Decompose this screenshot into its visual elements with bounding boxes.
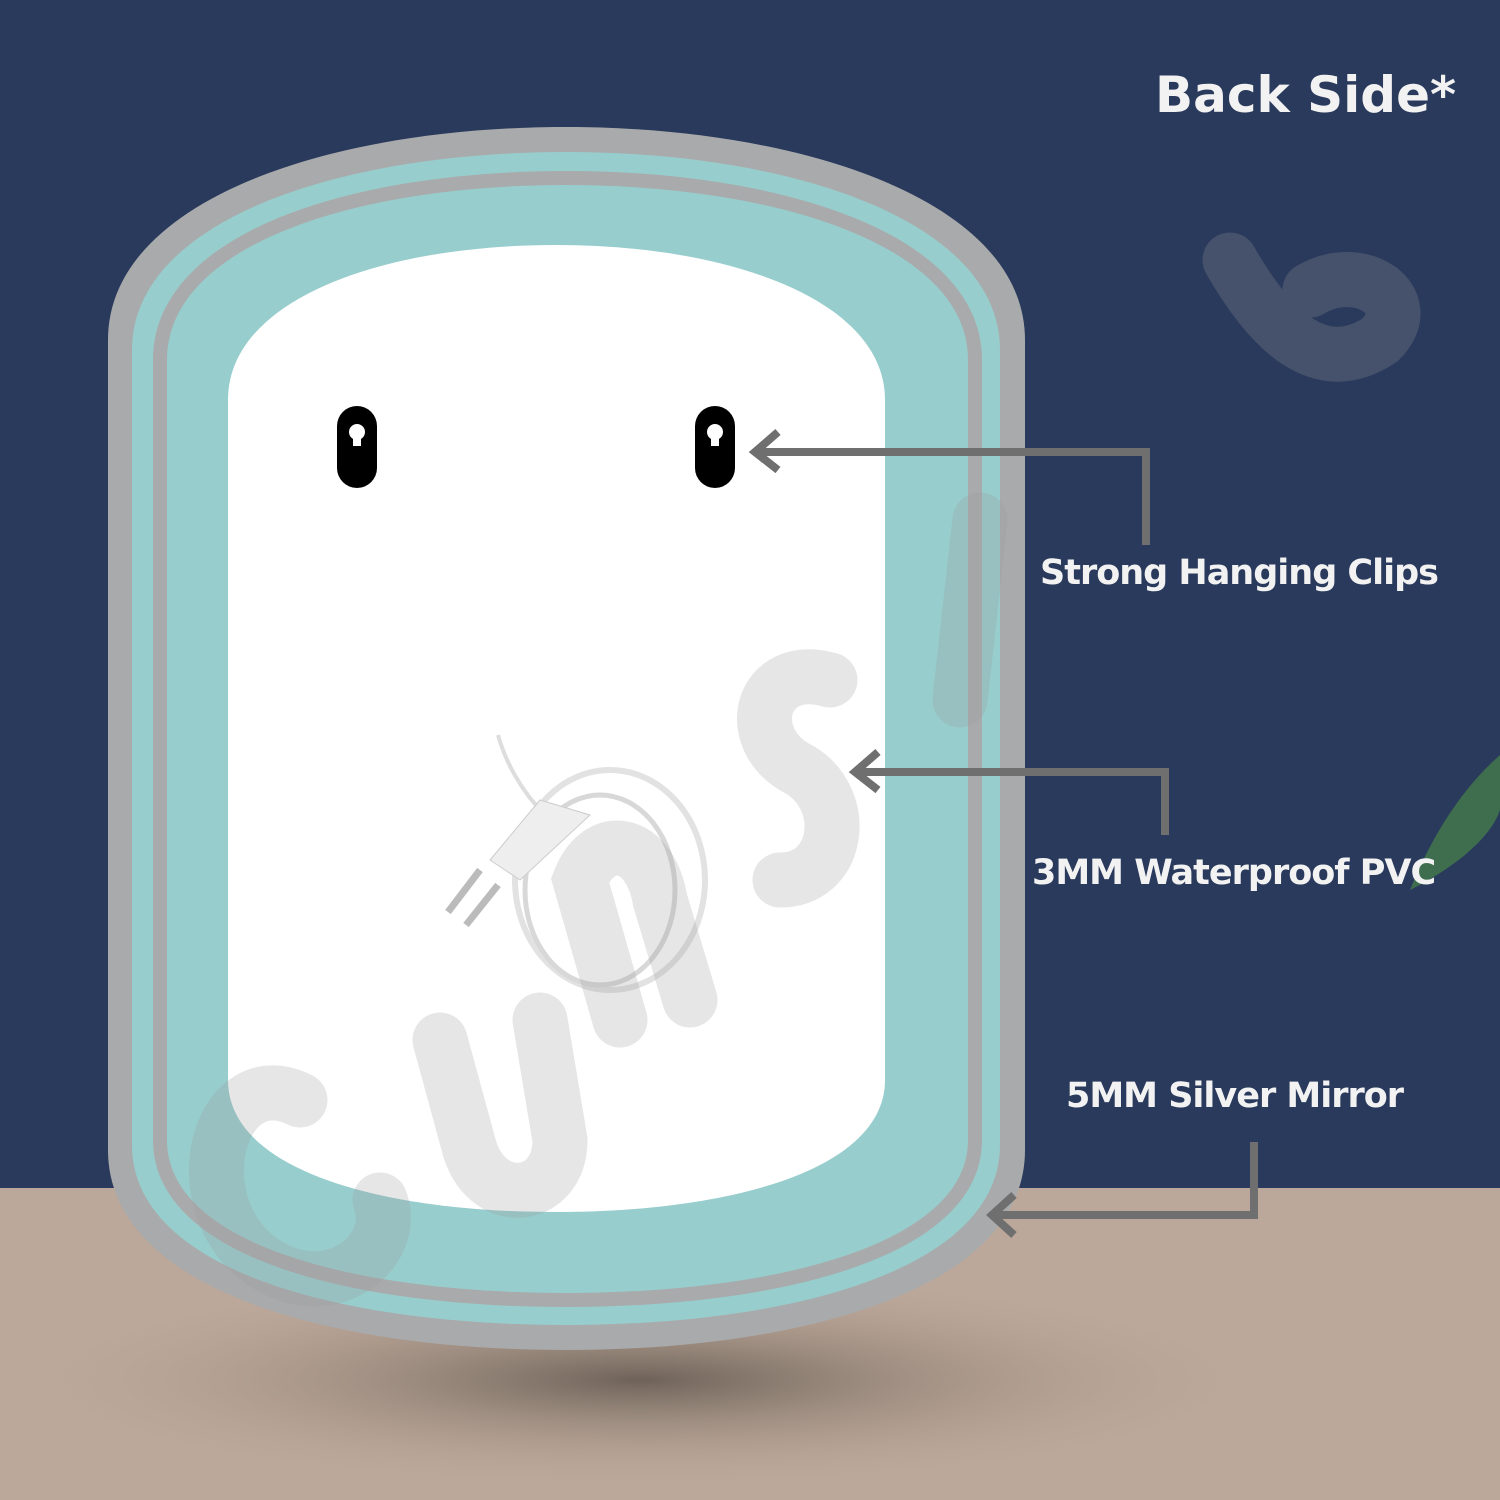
- hanging-clip-right: [695, 406, 735, 488]
- callout-silver-mirror: 5MM Silver Mirror: [1066, 1076, 1404, 1116]
- floor-shadow: [0, 1270, 1280, 1490]
- callout-waterproof-pvc: 3MM Waterproof PVC: [1032, 853, 1436, 893]
- callout-hanging-clips: Strong Hanging Clips: [1040, 553, 1439, 593]
- inner-grey-ring: [153, 170, 982, 1308]
- page-title: Back Side*: [1155, 66, 1457, 124]
- hanging-clip-left: [337, 406, 377, 488]
- power-cord-icon: [445, 734, 708, 993]
- watermark-logo: [188, 232, 1421, 1307]
- arrow-waterproof-pvc: [848, 748, 1169, 835]
- leaf: [1410, 755, 1500, 890]
- arrow-hanging-clips: [748, 428, 1150, 545]
- arrow-silver-mirror: [986, 1142, 1258, 1238]
